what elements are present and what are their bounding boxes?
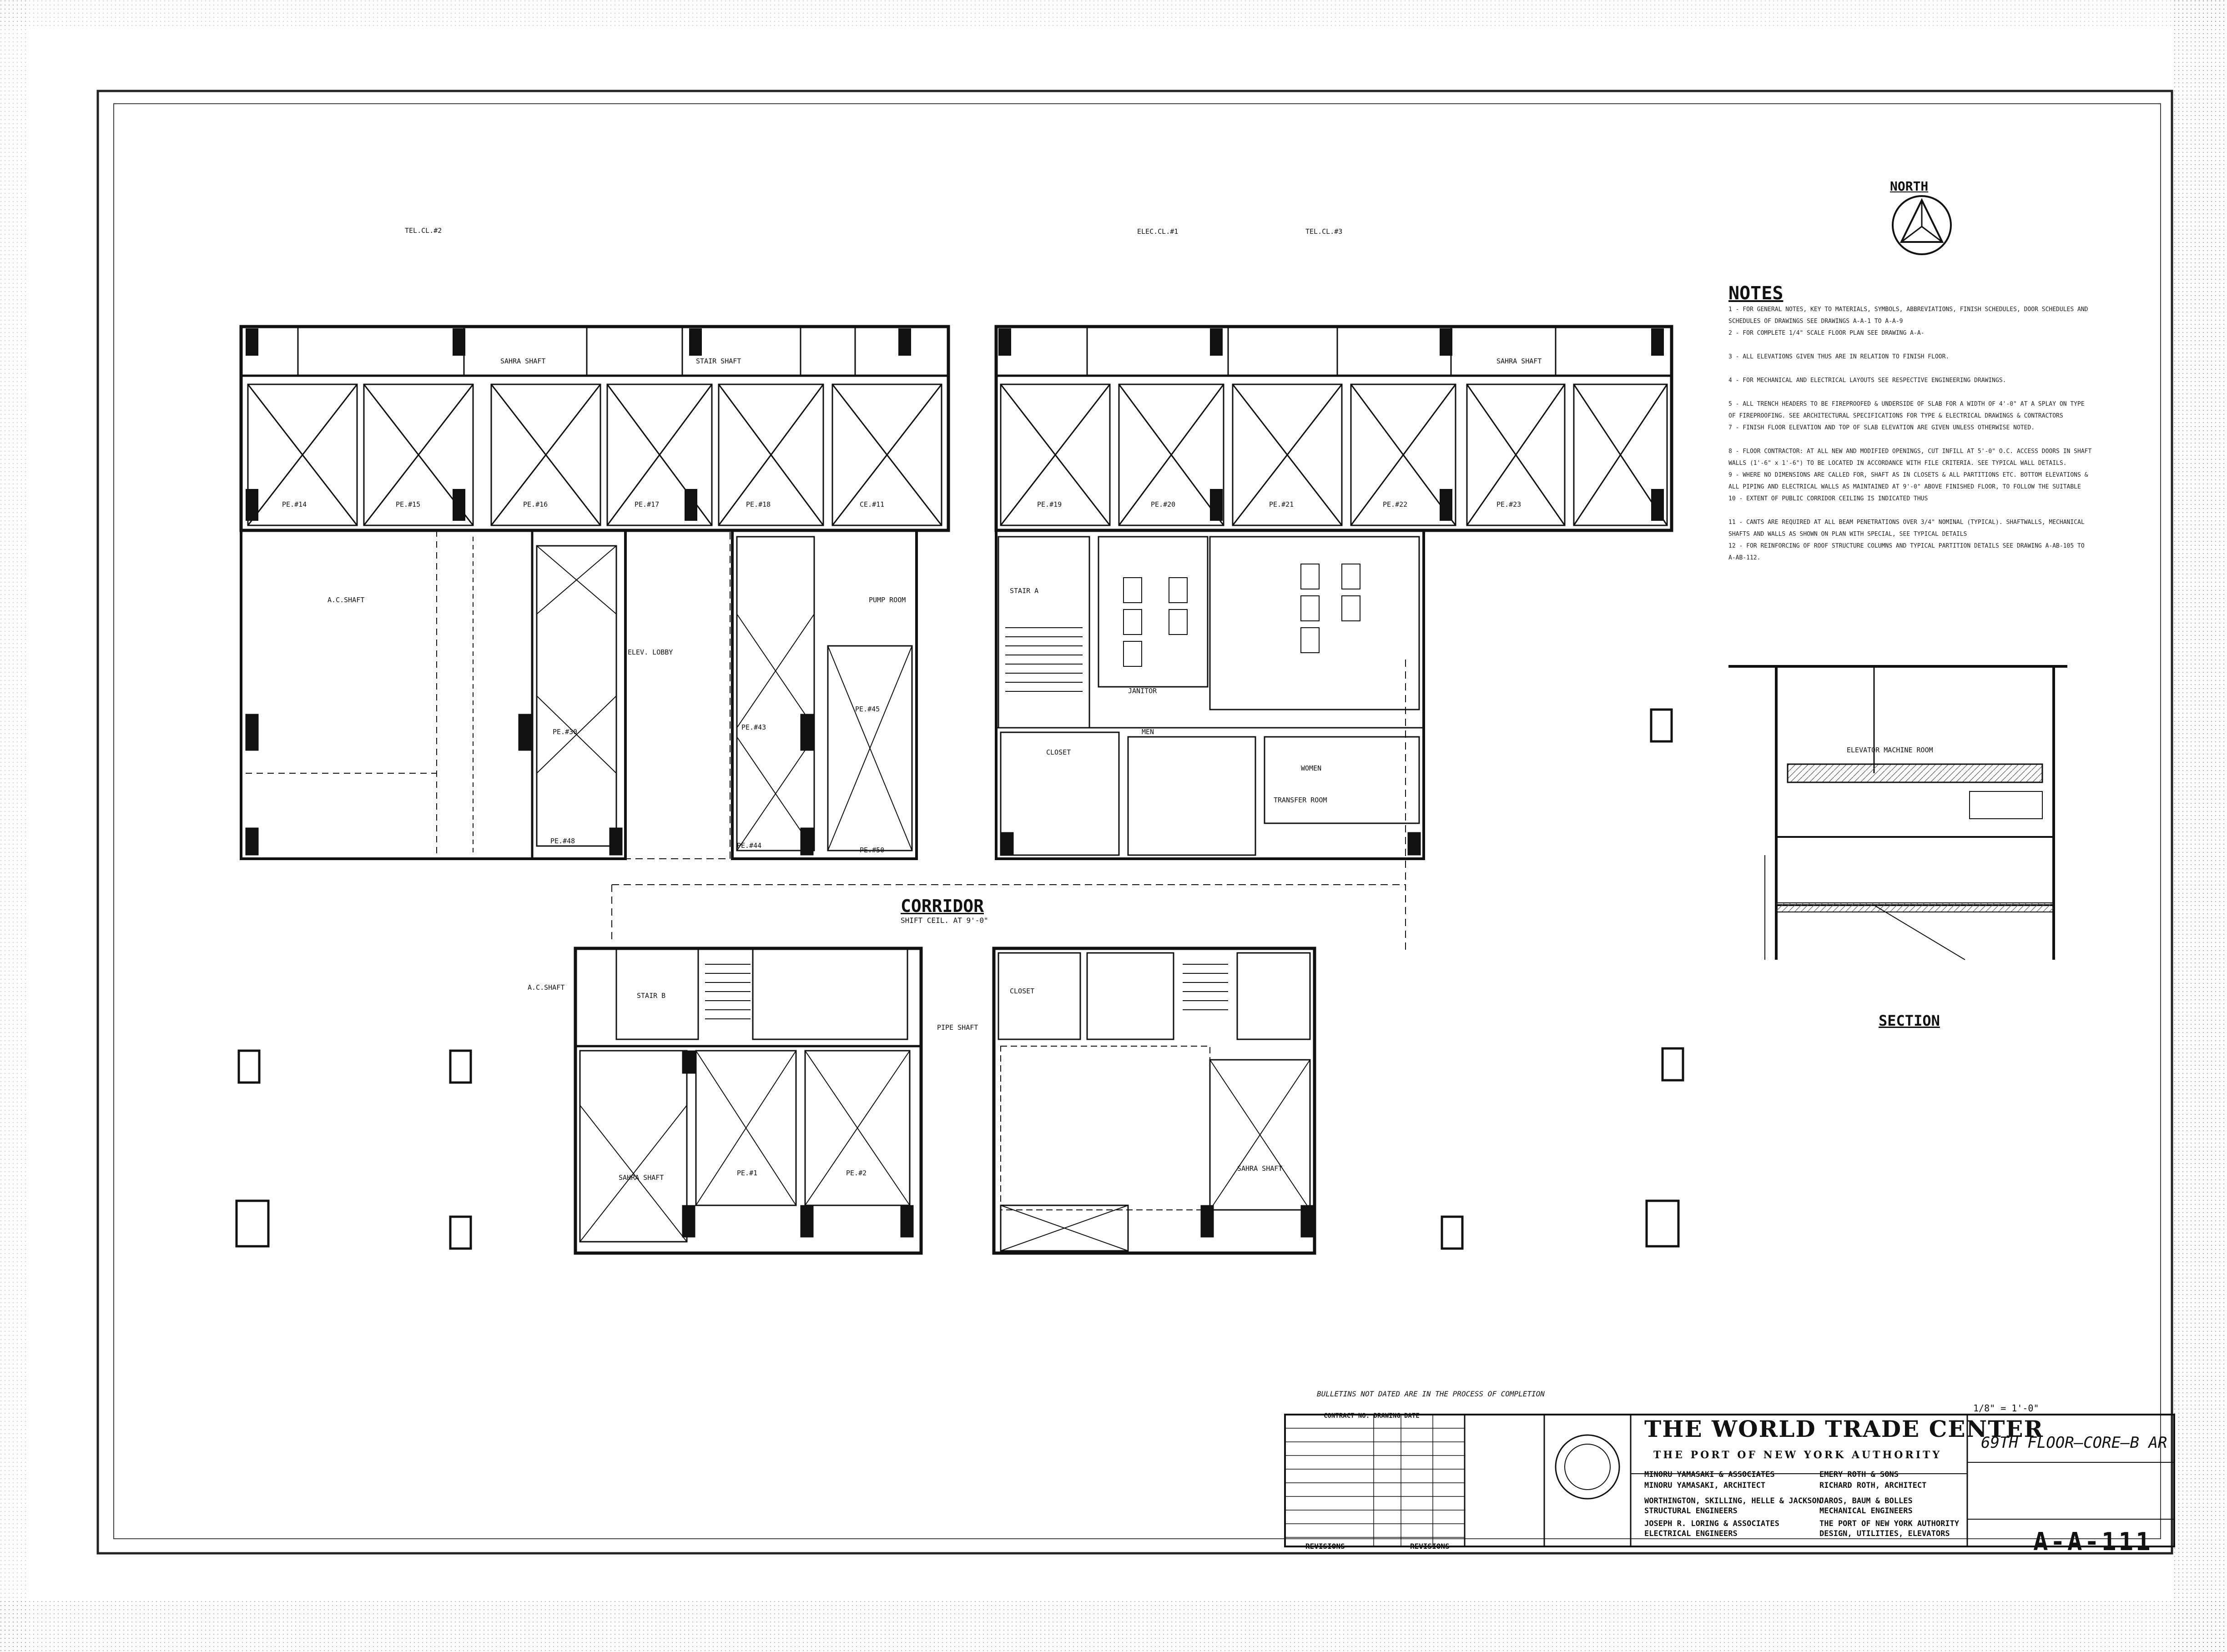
room-label: PE.#2: [846, 1169, 867, 1177]
room-label: SAHRA SHAFT: [500, 357, 546, 365]
room-label: PE.#16: [523, 500, 548, 509]
room-label: PE.#18: [746, 500, 771, 509]
consultant: DESIGN, UTILITIES, ELEVATORS: [1819, 1529, 1950, 1538]
note-item: 3 - ALL ELEVATIONS GIVEN THUS ARE IN REL…: [1728, 353, 1950, 360]
outer-border: [96, 90, 2173, 1555]
room-label: CLOSET: [1046, 748, 1071, 756]
note-item: 5 - ALL TRENCH HEADERS TO BE FIREPROOFED…: [1728, 401, 2085, 419]
room-label: PE.#15: [396, 500, 421, 509]
section-detail: [1728, 665, 2067, 960]
consultant: ELECTRICAL ENGINEERS: [1644, 1529, 1738, 1538]
consultant: MINORU YAMASAKI, ARCHITECT: [1644, 1481, 1766, 1490]
north-arrow-icon: [1892, 195, 1952, 255]
revisions-label: REVISIONS: [1410, 1542, 1450, 1551]
room-label: PE.#22: [1383, 500, 1408, 509]
room-label: CE.#11: [860, 500, 885, 509]
consultant: JOSEPH R. LORING & ASSOCIATES: [1644, 1519, 1779, 1528]
north-label: NORTH: [1890, 179, 1929, 194]
corridor-ceiling-note: SHIFT CEIL. AT 9'-0": [901, 916, 988, 925]
section-label: SECTION: [1879, 1012, 1940, 1029]
room-label: PE.#14: [282, 500, 307, 509]
note-item: 2 - FOR COMPLETE 1/4" SCALE FLOOR PLAN S…: [1728, 330, 1925, 337]
consultant: JAROS, BAUM & BOLLES: [1819, 1496, 1913, 1506]
consultant: MINORU YAMASAKI & ASSOCIATES: [1644, 1470, 1775, 1479]
note-item: 4 - FOR MECHANICAL AND ELECTRICAL LAYOUT…: [1728, 377, 2006, 384]
room-label: PE.#48: [550, 837, 575, 845]
consultant: MECHANICAL ENGINEERS: [1819, 1506, 1913, 1516]
scan-edge-bottom: [0, 1601, 2227, 1652]
room-label: A.C.SHAFT: [328, 596, 365, 604]
note-item: 9 - WHERE NO DIMENSIONS ARE CALLED FOR, …: [1728, 472, 2088, 490]
corridor-outline: [611, 660, 1406, 951]
consultant: RICHARD ROTH, ARCHITECT: [1819, 1481, 1927, 1490]
room-label: CLOSET: [1010, 987, 1035, 995]
scale-label: 1/8" = 1'-0": [1973, 1403, 2039, 1414]
perimeter-columns: [235, 708, 1684, 1250]
room-label: SAHRA SHAFT: [1237, 1164, 1283, 1173]
room-label: PE.#45: [855, 705, 880, 713]
consultant: THE PORT OF NEW YORK AUTHORITY: [1819, 1519, 1960, 1528]
consultant: STRUCTURAL ENGINEERS: [1644, 1506, 1738, 1516]
drawing-number: A-A-111: [2033, 1527, 2153, 1556]
room-label: PE.#1: [737, 1169, 758, 1177]
title-block: [1284, 1414, 2175, 1547]
scan-edge-top: [0, 0, 2227, 27]
room-label: TRANSFER ROOM: [1274, 796, 1327, 804]
room-label: JANITOR: [1128, 687, 1157, 695]
room-label: STAIR A: [1010, 587, 1039, 595]
contract-header: CONTRACT NO. DRAWING DATE: [1324, 1412, 1420, 1420]
notes-heading: NOTES: [1728, 283, 1784, 304]
room-label: A.C.SHAFT: [528, 983, 565, 992]
room-label: PE.#19: [1037, 500, 1062, 509]
room-label: ELEVATOR MACHINE ROOM: [1847, 746, 1933, 754]
room-label: PE.#50: [860, 846, 885, 854]
room-label: SAHRA SHAFT: [619, 1174, 664, 1182]
mid-core-east: [995, 529, 1425, 860]
note-item: 11 - CANTS ARE REQUIRED AT ALL BEAM PENE…: [1728, 519, 2085, 538]
upper-core-west: [239, 325, 950, 532]
mid-core-west: [240, 529, 627, 860]
room-label: TEL.CL.#3: [1305, 227, 1343, 236]
room-label: PE.#23: [1496, 500, 1522, 509]
room-label: WOMEN: [1301, 764, 1322, 772]
room-label: STAIR SHAFT: [696, 357, 741, 365]
note-item: 10 - EXTENT OF PUBLIC CORRIDOR CEILING I…: [1728, 495, 1928, 502]
room-label: TEL.CL.#2: [405, 227, 442, 235]
room-label: PE.#17: [635, 500, 660, 509]
corridor-label: CORRIDOR: [901, 896, 984, 916]
room-label: PUMP ROOM: [869, 596, 906, 604]
room-label: PIPE SHAFT: [937, 1023, 978, 1032]
room-label: PE.#44: [737, 841, 762, 850]
lower-core-west: [574, 947, 923, 1255]
upper-core-east: [994, 325, 1673, 532]
room-label: PE.#43: [741, 723, 766, 731]
room-label: PE.#20: [1151, 500, 1176, 509]
room-label: PE.#30: [553, 728, 578, 736]
notes-list: 1 - FOR GENERAL NOTES, KEY TO MATERIALS,…: [1728, 304, 2092, 564]
owner-name: THE PORT OF NEW YORK AUTHORITY: [1653, 1449, 1942, 1461]
note-item: 7 - FINISH FLOOR ELEVATION AND TOP OF SL…: [1728, 424, 2035, 431]
bulletins-note: BULLETINS NOT DATED ARE IN THE PROCESS O…: [1317, 1390, 1545, 1398]
note-item: 1 - FOR GENERAL NOTES, KEY TO MATERIALS,…: [1728, 306, 2088, 325]
room-label: ELEV. LOBBY: [628, 648, 673, 656]
seal-icon: [1555, 1434, 1620, 1500]
revisions-label: REVISIONS: [1305, 1542, 1345, 1551]
note-item: 12 - FOR REINFORCING OF ROOF STRUCTURE C…: [1728, 543, 2085, 561]
lower-core-east: [992, 947, 1316, 1255]
note-item: 8 - FLOOR CONTRACTOR: AT ALL NEW AND MOD…: [1728, 448, 2092, 467]
room-label: STAIR B: [637, 992, 666, 1000]
project-title: THE WORLD TRADE CENTER: [1644, 1415, 2044, 1442]
room-label: ELEC.CL.#1: [1137, 227, 1179, 236]
room-label: PE.#21: [1269, 500, 1294, 509]
drawing-title: 69TH FLOOR–CORE–B AR: [1981, 1434, 2167, 1452]
elevator-lobby: [625, 529, 918, 860]
consultant: EMERY ROTH & SONS: [1819, 1470, 1899, 1479]
room-label: MEN: [1142, 728, 1154, 736]
consultant: WORTHINGTON, SKILLING, HELLE & JACKSON: [1644, 1496, 1821, 1506]
inner-border: [113, 103, 2161, 1539]
room-label: SAHRA SHAFT: [1496, 357, 1542, 365]
scan-edge-right: [2174, 0, 2227, 1652]
scan-edge-left: [0, 0, 27, 1652]
